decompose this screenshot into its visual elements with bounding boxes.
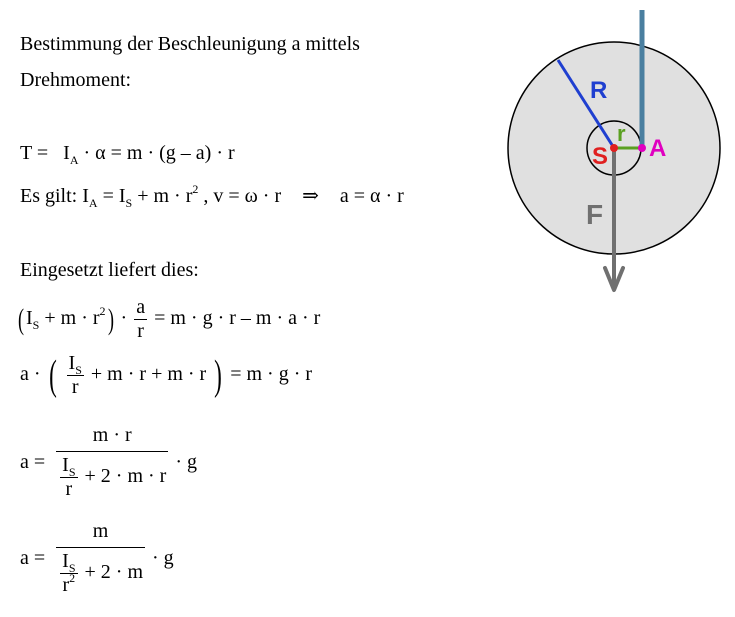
intro-line-1: Bestimmung der Beschleunigung a mittels — [20, 33, 360, 55]
eq2-v-rel: , v = ω · r — [198, 185, 282, 207]
eq6-den-tail: + 2 · m — [84, 561, 144, 584]
eq4-rhs: = m · g · r — [230, 363, 313, 386]
eq1-I: I — [63, 142, 70, 164]
eq4-close-paren: ) — [214, 352, 223, 399]
eq6-suffix: · g — [152, 547, 174, 569]
eq5-fraction: m · r IS r + 2 · m · r — [56, 424, 169, 501]
eq2-prefix: Es gilt: I — [20, 185, 89, 207]
eq6-den-sub: S — [68, 561, 76, 575]
equation-substituted: (IS + m · r2) · a r = m · g · r – m · a … — [16, 296, 320, 343]
eq2-sub-A: A — [88, 196, 98, 210]
eq6-prefix: a = — [20, 547, 46, 569]
text-eingesetzt: Eingesetzt liefert dies: — [20, 259, 199, 281]
eq2-sub-S: S — [125, 196, 133, 210]
eq6-den-sup: 2 — [69, 571, 76, 585]
eq5-num: m · r — [92, 424, 132, 446]
contact-point-A — [638, 144, 646, 152]
equation-relations: Es gilt: IA = IS + m · r2 , v = ω · r ⇒ … — [20, 182, 404, 210]
eq6-num: m — [92, 520, 109, 542]
eq1-lhs: T = — [20, 142, 49, 164]
intro-line-2: Drehmoment: — [20, 69, 132, 91]
eq4-frac-I: I — [68, 352, 76, 374]
equation-torque: T = IA · α = m · (g – a) · r — [20, 142, 235, 167]
eq1-sub-A: A — [69, 153, 79, 167]
eq6-inner-fraction: IS r2 — [60, 550, 78, 597]
eq5-den-sub: S — [68, 465, 76, 479]
eq4-frac-sub: S — [75, 363, 82, 377]
center-point-S — [610, 144, 618, 152]
eq2-sup: 2 — [192, 182, 199, 196]
eq6-fraction: m IS r2 + 2 · m — [56, 520, 146, 597]
eq4-mid: + m · r + m · r — [90, 363, 207, 386]
eq3-sup: 2 — [99, 304, 106, 319]
label-S: S — [592, 143, 608, 170]
eq4-open-paren: ( — [48, 352, 57, 399]
label-r: r — [617, 121, 626, 146]
label-R: R — [590, 77, 607, 104]
eq5-den-tail: + 2 · m · r — [84, 465, 167, 488]
eq3-open-paren: ( — [18, 302, 24, 336]
eq5-inner-fraction: IS r — [60, 454, 78, 501]
eq5-suffix: · g — [175, 451, 198, 473]
eq3-fraction: a r — [134, 296, 148, 343]
eq3-frac-num: a — [136, 296, 146, 318]
equation-result-1: a = m · r IS r + 2 · m · r · g — [20, 424, 197, 501]
eq4-frac-den: r — [66, 375, 84, 399]
eq6-den-r: r — [62, 574, 70, 596]
force-arrow-head — [603, 266, 625, 292]
label-A: A — [649, 135, 666, 162]
eq2-a-rel: a = α · r — [339, 185, 404, 207]
eq6-den-I: I — [62, 550, 69, 572]
eq1-rest: · α = m · (g – a) · r — [83, 142, 235, 164]
eq5-den-r: r — [60, 477, 78, 501]
eq3-dot: · — [120, 307, 128, 330]
equation-result-2: a = m IS r2 + 2 · m · g — [20, 520, 174, 597]
eq4-prefix: a · — [20, 363, 41, 386]
label-F: F — [586, 199, 603, 230]
eq3-close-paren: ) — [107, 302, 114, 336]
eq5-den-I: I — [62, 454, 69, 476]
eq3-frac-den: r — [134, 319, 148, 343]
equation-factored: a · ( IS r + m · r + m · r ) = m · g · r — [20, 352, 312, 399]
eq3-sub-S: S — [32, 318, 40, 333]
eq3-rhs: = m · g · r – m · a · r — [154, 307, 321, 330]
radius-R-line — [556, 59, 616, 149]
eq3-I: I — [26, 307, 33, 330]
eq2-tail: + m · r — [132, 185, 193, 207]
eq4-fraction: IS r — [66, 352, 84, 399]
eq2-mid: = I — [97, 185, 126, 207]
eq5-prefix: a = — [20, 451, 46, 473]
implies-arrow: ⇒ — [302, 185, 319, 207]
eq3-plus: + m · r — [39, 307, 100, 330]
